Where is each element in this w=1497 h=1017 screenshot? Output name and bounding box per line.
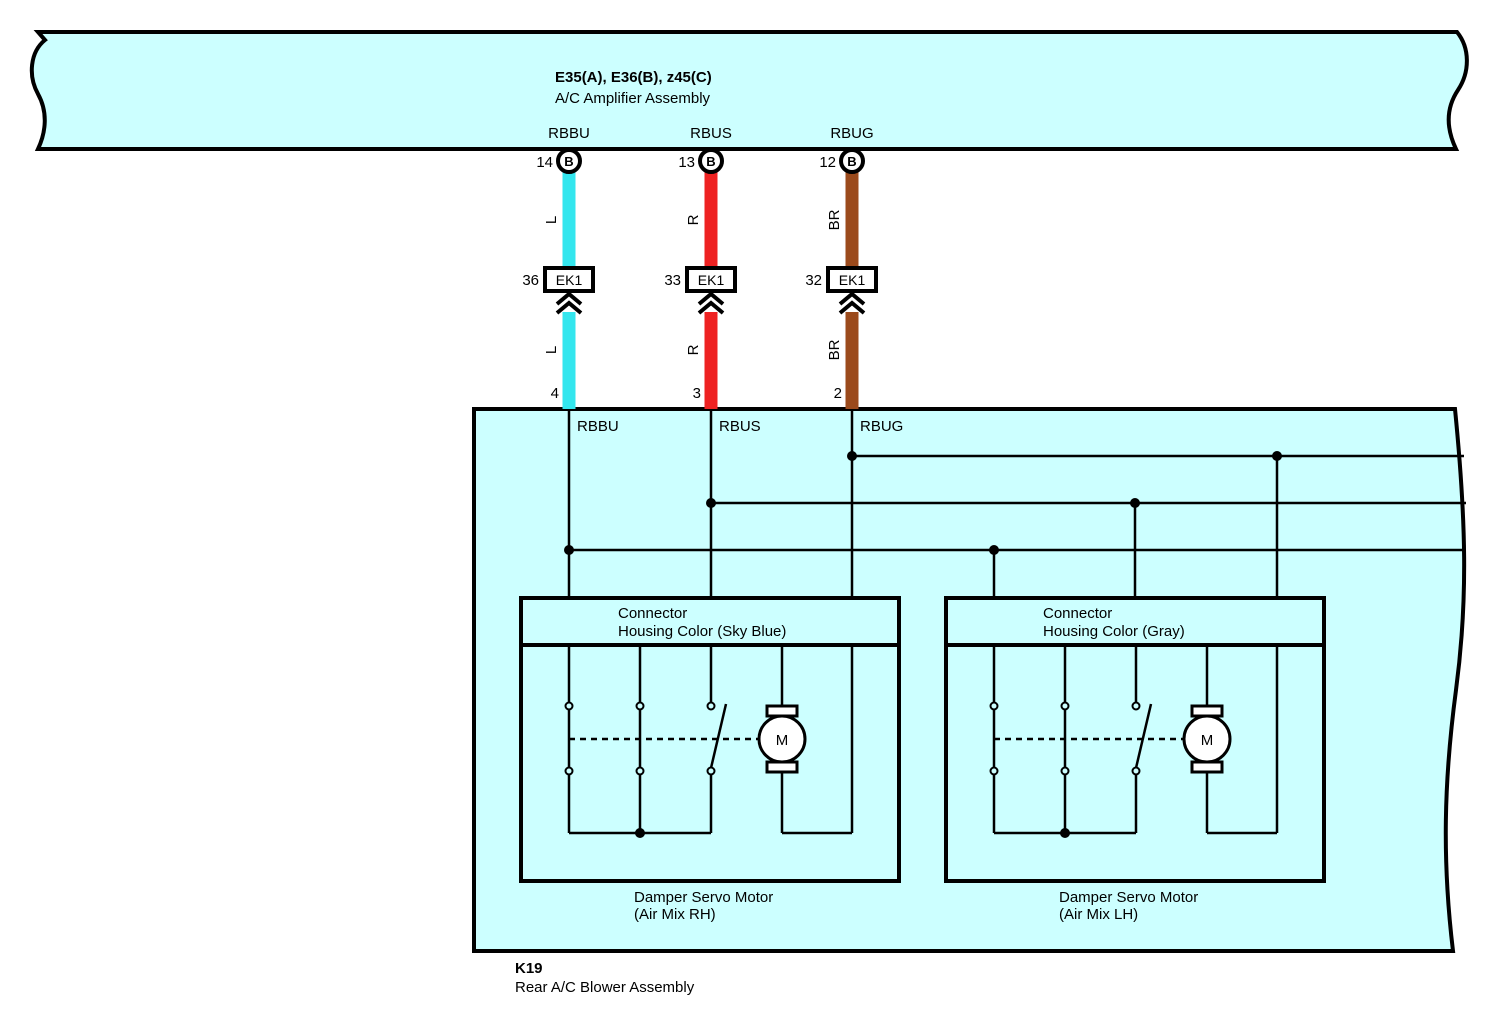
connector-title: Connector bbox=[1043, 605, 1112, 622]
amp-pin-terminal bbox=[839, 148, 865, 174]
switch-contact bbox=[989, 766, 999, 776]
blower-signal-label: RBUS bbox=[719, 418, 761, 435]
switch-contact bbox=[564, 766, 574, 776]
motor-name-label: Damper Servo Motor bbox=[1059, 889, 1198, 906]
junction-connector-label: EK1 bbox=[839, 272, 866, 288]
junction-chevron-upper bbox=[697, 291, 725, 306]
junction-pin-number: 33 bbox=[664, 272, 681, 289]
junction-chevron-lower bbox=[697, 300, 725, 315]
wire-color-code-upper: R bbox=[685, 214, 702, 225]
switch-contact bbox=[706, 766, 716, 776]
junction-pin-number: 36 bbox=[522, 272, 539, 289]
blower-name-label: Rear A/C Blower Assembly bbox=[515, 979, 695, 996]
amplifier-assembly-box bbox=[29, 30, 1469, 151]
switch-contact bbox=[706, 701, 716, 711]
motor-module-box bbox=[519, 596, 901, 883]
junction-connector-box bbox=[543, 266, 595, 293]
connector-housing-color: Housing Color (Gray) bbox=[1043, 623, 1185, 640]
motor-icon bbox=[757, 714, 807, 764]
amp-signal-label: RBBU bbox=[548, 125, 590, 142]
junction-connector-label: EK1 bbox=[698, 272, 725, 288]
junction-dot bbox=[635, 828, 645, 838]
blower-signal-label: RBUG bbox=[860, 418, 903, 435]
blower-pin-number: 4 bbox=[551, 385, 559, 402]
switch-contact bbox=[1060, 701, 1070, 711]
connector-title: Connector bbox=[618, 605, 687, 622]
connector-housing-color: Housing Color (Sky Blue) bbox=[618, 623, 786, 640]
internal-wiring bbox=[567, 409, 1466, 598]
junction-chevron-lower bbox=[838, 300, 866, 315]
amp-pin-terminal bbox=[556, 148, 582, 174]
motor-label: M bbox=[1201, 732, 1214, 749]
switch-contact bbox=[1131, 701, 1141, 711]
switch-contact bbox=[564, 701, 574, 711]
amp-pin-terminal bbox=[698, 148, 724, 174]
junction-dot bbox=[1060, 828, 1070, 838]
junction-chevron-lower bbox=[555, 300, 583, 315]
junction-pin-number: 32 bbox=[805, 272, 822, 289]
amp-pin-number: 12 bbox=[819, 154, 836, 171]
amp-signal-label: RBUG bbox=[830, 125, 873, 142]
amplifier-name-label: A/C Amplifier Assembly bbox=[555, 90, 711, 107]
blower-pin-number: 3 bbox=[693, 385, 701, 402]
junction-connector-box bbox=[685, 266, 737, 293]
wires-layer: RBBUB14LLEK1364RBBURBUSB13RREK1333RBUSRB… bbox=[522, 125, 903, 435]
amp-connector-letter: B bbox=[564, 154, 573, 169]
junction-connector-box bbox=[826, 266, 878, 293]
junction-connector-label: EK1 bbox=[556, 272, 583, 288]
switch-contact bbox=[635, 766, 645, 776]
motor-module-box bbox=[944, 596, 1326, 883]
amplifier-connectors-label: E35(A), E36(B), z45(C) bbox=[555, 69, 712, 86]
amp-connector-letter: B bbox=[706, 154, 715, 169]
wire-color-code-lower: R bbox=[685, 344, 702, 355]
amp-pin-number: 14 bbox=[536, 154, 553, 171]
junction-chevron-upper bbox=[838, 291, 866, 306]
blower-id-label: K19 bbox=[515, 960, 543, 977]
junction-chevron-upper bbox=[555, 291, 583, 306]
switch-contact bbox=[1131, 766, 1141, 776]
wire-color-code-lower: L bbox=[543, 346, 560, 354]
motor-icon bbox=[1182, 714, 1232, 764]
wire-color-code-upper: BR bbox=[826, 209, 843, 230]
wire-color-code-upper: L bbox=[543, 216, 560, 224]
amp-connector-letter: B bbox=[847, 154, 856, 169]
motor-position-label: (Air Mix LH) bbox=[1059, 906, 1138, 923]
motor-position-label: (Air Mix RH) bbox=[634, 906, 716, 923]
switch-contact bbox=[635, 701, 645, 711]
switch-contact bbox=[1060, 766, 1070, 776]
motor-label: M bbox=[776, 732, 789, 749]
blower-pin-number: 2 bbox=[834, 385, 842, 402]
amp-signal-label: RBUS bbox=[690, 125, 732, 142]
amp-pin-number: 13 bbox=[678, 154, 695, 171]
motor-name-label: Damper Servo Motor bbox=[634, 889, 773, 906]
blower-assembly-box bbox=[472, 407, 1467, 953]
junction-dots bbox=[564, 451, 1282, 555]
switch-contact bbox=[989, 701, 999, 711]
wire-color-code-lower: BR bbox=[826, 339, 843, 360]
blower-signal-label: RBBU bbox=[577, 418, 619, 435]
